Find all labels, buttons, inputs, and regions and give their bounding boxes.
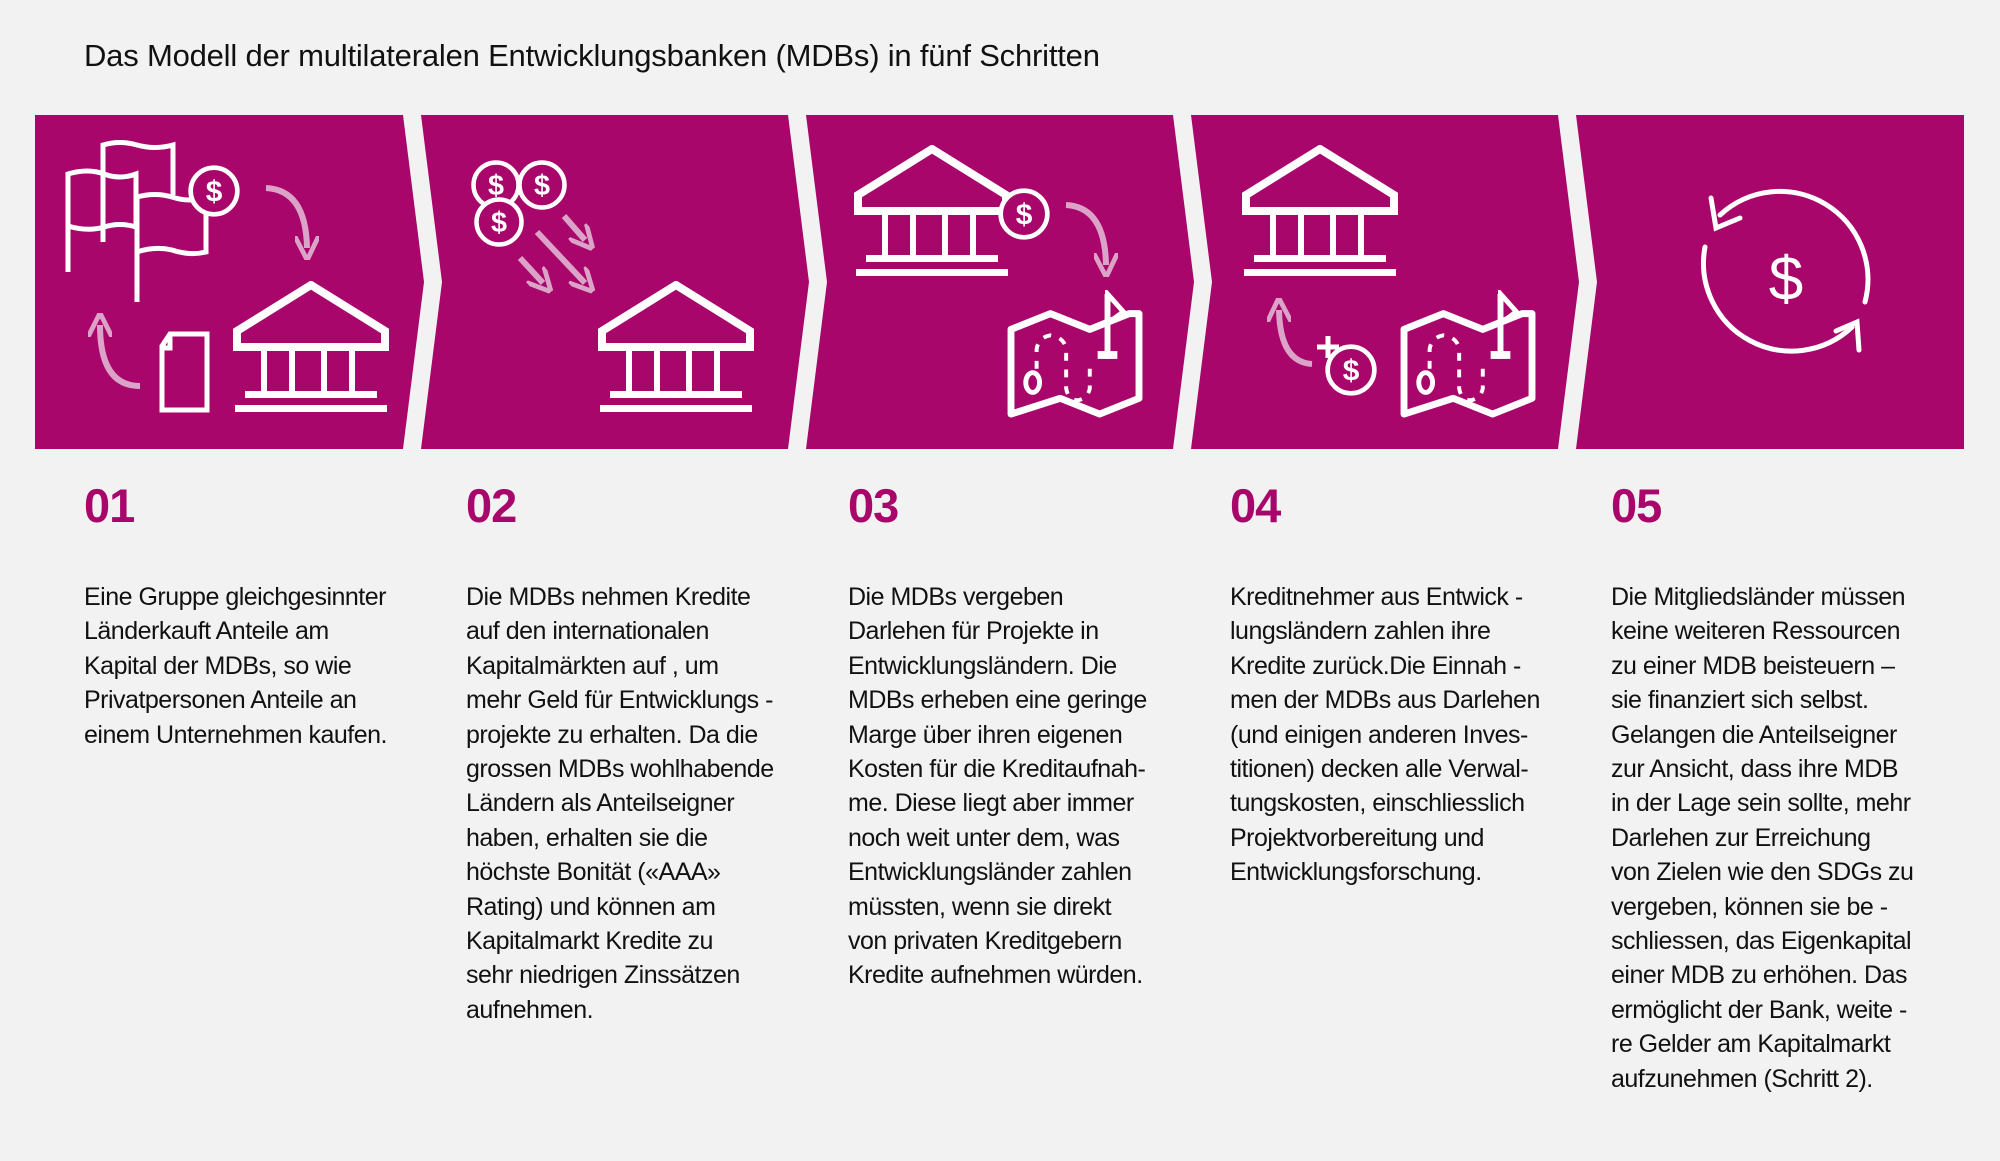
panel-step-2: [421, 115, 809, 449]
arrow-icon: [100, 325, 141, 389]
description-line: von privaten Kreditgebern: [848, 927, 1122, 956]
step-number: 02: [466, 479, 517, 532]
dollar-coin-icon: [1001, 191, 1048, 238]
arrow-icon: [265, 185, 307, 248]
step-number: 01: [84, 479, 135, 532]
description-line: me. Diese liegt aber immer: [848, 789, 1134, 818]
dollar-coin-icon: [191, 168, 238, 215]
description-line: Kosten für die Kreditaufnah-: [848, 755, 1146, 784]
description-line: Eine Gruppe gleichgesinnter: [84, 583, 386, 611]
dollar-coin-icon: [520, 163, 565, 208]
description-line: Die Mitgliedsländer müssen: [1611, 583, 1906, 611]
description-line: sie finanziert sich selbst.: [1611, 686, 1869, 715]
description-line: Kapitalmärkten auf , um: [466, 651, 719, 680]
description-line: Länderkauft Anteile am: [84, 617, 329, 646]
description-line: tungskosten, einschliesslich: [1230, 789, 1525, 818]
description-line: mehr Geld für Entwicklungs -: [466, 686, 773, 715]
description-line: MDBs erheben eine geringe: [848, 686, 1147, 715]
step-description: Kreditnehmer aus Entwick - lungsländern z…: [1230, 580, 1610, 890]
description-line: aufzunehmen (Schritt 2).: [1611, 1064, 1873, 1093]
description-line: Privatpersonen Anteile an: [84, 686, 357, 715]
description-line: Projektvorbereitung und: [1230, 823, 1484, 852]
description-line: Darlehen für Projekte in: [848, 617, 1099, 646]
panel-step-3: [806, 115, 1194, 449]
description-line: (und einigen anderen Inves-: [1230, 720, 1528, 749]
description-line: von Zielen wie den SDGs zu: [1611, 858, 1914, 887]
description-line: Entwicklungsforschung.: [1230, 858, 1482, 887]
description-line: höchste Bonität («AAA»: [466, 858, 721, 887]
description-line: Marge über ihren eigenen: [848, 720, 1123, 749]
description-line: Rating) und können am: [466, 892, 716, 921]
description-line: Kredite zurück.Die Einnah -: [1230, 651, 1521, 680]
description-line: Ländern als Anteilseigner: [466, 789, 735, 818]
description-line: re Gelder am Kapitalmarkt: [1611, 1030, 1891, 1059]
description-line: müssten, wenn sie direkt: [848, 892, 1112, 921]
svg-text:$: $: [1769, 245, 1803, 314]
description-line: in der Lage sein sollte, mehr: [1611, 789, 1911, 818]
description-line: titionen) decken alle Verwal-: [1230, 755, 1529, 784]
cycle-dollar-icon: $: [1701, 188, 1871, 354]
description-line: grossen MDBs wohlhabende: [466, 755, 774, 784]
description-line: Entwicklungsländern. Die: [848, 651, 1117, 680]
arrows-icon: [517, 214, 585, 283]
description-line: zu einer MDB beisteuern –: [1611, 651, 1895, 680]
description-line: lungsländern zahlen ihre: [1230, 617, 1491, 646]
panel-step-1: [35, 115, 424, 449]
description-line: Kreditnehmer aus Entwick -: [1230, 583, 1523, 611]
document-icon: [159, 331, 210, 413]
description-line: men der MDBs aus Darlehen: [1230, 686, 1540, 715]
step-number: 03: [848, 479, 899, 532]
description-line: Kredite aufnehmen würden.: [848, 961, 1143, 990]
panel-step-5: [1576, 115, 1964, 449]
dollar-coin-icon: [477, 200, 522, 245]
description-line: auf den internationalen: [466, 617, 709, 646]
description-line: Kapital der MDBs, so wie: [84, 651, 352, 680]
description-line: vergeben, können sie be -: [1611, 892, 1888, 921]
step-description: Die Mitgliedsländer müssen keine weiteren…: [1611, 580, 1991, 1096]
plus-dollar-icon: [1317, 336, 1374, 393]
description-line: Die MDBs vergeben: [848, 583, 1064, 611]
description-line: Kapitalmarkt Kredite zu: [466, 927, 713, 956]
step-number: 04: [1230, 479, 1281, 532]
description-line: Die MDBs nehmen Kredite: [466, 583, 751, 611]
description-line: noch weit unter dem, was: [848, 823, 1120, 852]
arrow-icon: [1279, 310, 1313, 367]
description-line: Gelangen die Anteilseigner: [1611, 720, 1897, 749]
step-panels: $: [35, 115, 1964, 449]
arrow-icon: [1065, 202, 1106, 265]
description-line: haben, erhalten sie die: [466, 823, 708, 852]
description-line: sehr niedrigen Zinssätzen: [466, 961, 740, 990]
description-line: Darlehen zur Erreichung: [1611, 823, 1871, 852]
description-line: projekte zu erhalten. Da die: [466, 720, 758, 749]
step-number: 05: [1611, 479, 1662, 532]
description-line: ermöglicht der Bank, weite -: [1611, 995, 1907, 1024]
description-line: Entwicklungsländer zahlen: [848, 858, 1132, 887]
description-line: einem Unternehmen kaufen.: [84, 720, 387, 749]
description-line: zur Ansicht, dass ihre MDB: [1611, 755, 1899, 784]
description-line: aufnehmen.: [466, 995, 594, 1024]
description-line: keine weiteren Ressourcen: [1611, 617, 1901, 646]
description-line: einer MDB zu erhöhen. Das: [1611, 961, 1907, 990]
panel-step-4: [1191, 115, 1579, 449]
page-title: Das Modell der multilateralen Entwicklun…: [84, 38, 1100, 73]
step-description: Die MDBs nehmen Kredite auf den internati…: [466, 580, 846, 1027]
description-line: schliessen, das Eigenkapital: [1611, 927, 1912, 956]
